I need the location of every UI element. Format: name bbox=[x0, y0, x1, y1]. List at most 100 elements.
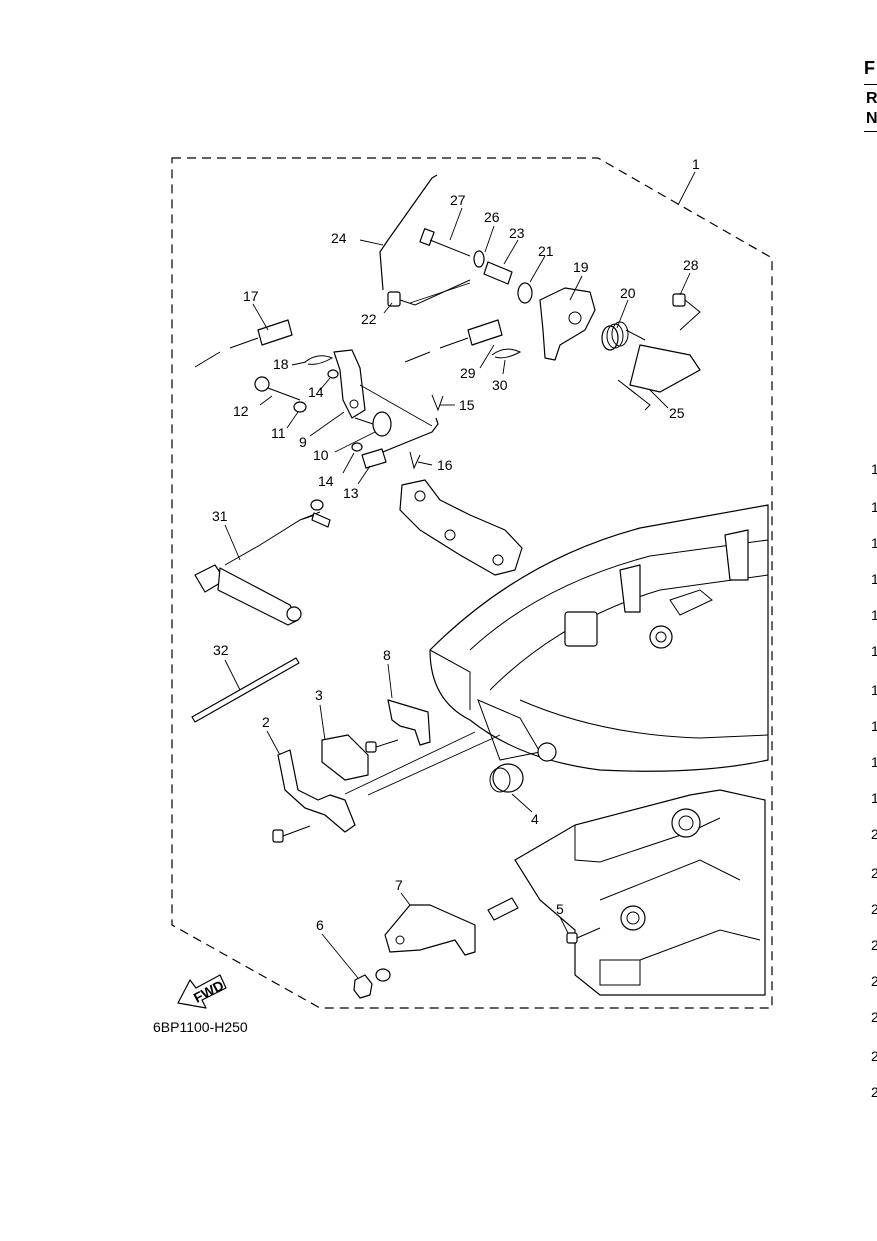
edge-num: 2 bbox=[871, 1009, 877, 1025]
part-25-bracket bbox=[629, 344, 701, 393]
shift-linkage-assembly bbox=[399, 479, 523, 576]
drawing-code: 6BP1100-H250 bbox=[153, 1019, 248, 1035]
part-14-washer-top bbox=[327, 369, 339, 379]
callout-14-bottom: 14 bbox=[318, 473, 334, 489]
part-2-bolt bbox=[272, 825, 311, 843]
part-3-bracket bbox=[321, 734, 369, 781]
part-10-knob bbox=[354, 411, 392, 437]
callout-32: 32 bbox=[213, 642, 229, 658]
edge-num: 2 bbox=[871, 865, 877, 881]
shift-rod bbox=[367, 417, 439, 459]
callout-13: 13 bbox=[343, 485, 359, 501]
edge-rule bbox=[864, 131, 877, 132]
part-3-bolt bbox=[365, 739, 399, 753]
part-23-collar bbox=[483, 261, 513, 285]
part-21-bushing bbox=[517, 282, 533, 304]
edge-num: 1 bbox=[871, 571, 877, 587]
callout-31: 31 bbox=[212, 508, 228, 524]
edge-num: 1 bbox=[871, 499, 877, 515]
stud-bolt bbox=[487, 897, 519, 921]
callout-21: 21 bbox=[538, 243, 554, 259]
callout-25: 25 bbox=[669, 405, 685, 421]
edge-num: 2 bbox=[871, 1048, 877, 1064]
callout-8: 8 bbox=[383, 647, 391, 663]
part-15-clip bbox=[431, 394, 444, 412]
part-17-cable-joint bbox=[194, 319, 293, 368]
edge-num: 1 bbox=[871, 754, 877, 770]
callout-4: 4 bbox=[531, 811, 539, 827]
part-12-bolt bbox=[254, 376, 301, 401]
part-6-washer bbox=[375, 968, 391, 982]
swivel-bracket-outline bbox=[514, 789, 766, 996]
part-30-clip bbox=[491, 348, 522, 359]
callout-5: 5 bbox=[556, 901, 564, 917]
edge-num: 1 bbox=[871, 535, 877, 551]
callout-23: 23 bbox=[509, 225, 525, 241]
edge-num: 2 bbox=[871, 901, 877, 917]
callout-17: 17 bbox=[243, 288, 259, 304]
edge-num: 2 bbox=[871, 826, 877, 842]
callout-7: 7 bbox=[395, 877, 403, 893]
callout-20: 20 bbox=[620, 285, 636, 301]
callout-27: 27 bbox=[450, 192, 466, 208]
part-13-joint bbox=[361, 448, 387, 469]
callout-6: 6 bbox=[316, 917, 324, 933]
callout-15: 15 bbox=[459, 397, 475, 413]
callout-16: 16 bbox=[437, 457, 453, 473]
part-4-plug bbox=[489, 763, 524, 793]
part-22-connector bbox=[387, 279, 471, 307]
edge-num: 2 bbox=[871, 1084, 877, 1100]
edge-num: 1 bbox=[871, 643, 877, 659]
part-19-throttle-cam bbox=[539, 287, 596, 361]
callout-24: 24 bbox=[331, 230, 347, 246]
leader-lines bbox=[224, 171, 696, 979]
part-24-link-rod bbox=[379, 174, 438, 291]
edge-num: 1 bbox=[871, 718, 877, 734]
part-28-bolt bbox=[672, 293, 701, 331]
edge-num: 1 bbox=[871, 607, 877, 623]
part-14-washer-bottom bbox=[351, 442, 363, 452]
edge-rule bbox=[864, 84, 877, 85]
callout-22: 22 bbox=[361, 311, 377, 327]
callout-1: 1 bbox=[692, 156, 700, 172]
part-31-neutral-switch bbox=[194, 499, 331, 626]
part-6-nut bbox=[353, 974, 373, 999]
callout-3: 3 bbox=[315, 687, 323, 703]
callout-30: 30 bbox=[492, 377, 508, 393]
edge-num: 1 bbox=[871, 461, 877, 477]
callout-26: 26 bbox=[484, 209, 500, 225]
part-16-clip bbox=[409, 451, 421, 470]
assembly-boundary bbox=[171, 157, 773, 1009]
part-20-spring bbox=[601, 321, 646, 351]
callout-19: 19 bbox=[573, 259, 589, 275]
edge-num: 1 bbox=[871, 790, 877, 806]
part-11-washer bbox=[293, 401, 307, 413]
callout-10: 10 bbox=[313, 447, 329, 463]
callout-14-top: 14 bbox=[308, 384, 324, 400]
edge-letter-f: F bbox=[864, 58, 875, 78]
edge-num: 1 bbox=[871, 682, 877, 698]
callout-2: 2 bbox=[262, 714, 270, 730]
part-29-cable-joint bbox=[404, 319, 503, 363]
part-27-bolt bbox=[419, 228, 471, 257]
part-8-plate bbox=[387, 699, 431, 746]
part-7-bracket bbox=[384, 904, 476, 956]
part-18-clip bbox=[304, 355, 334, 365]
callout-numbers: 1 2 3 4 5 6 7 8 9 10 11 12 13 14 14 15 1… bbox=[212, 156, 700, 933]
part-26-washer bbox=[473, 250, 485, 268]
callout-29: 29 bbox=[460, 365, 476, 381]
edge-letter-n: N bbox=[866, 110, 877, 127]
part-2-plate bbox=[277, 749, 356, 833]
part-32-rod bbox=[191, 657, 300, 723]
edge-letter-r: R bbox=[866, 90, 877, 107]
edge-num: 2 bbox=[871, 937, 877, 953]
callout-18: 18 bbox=[273, 356, 289, 372]
fwd-arrow-icon: FWD bbox=[177, 974, 227, 1009]
callout-28: 28 bbox=[683, 257, 699, 273]
part-5-screw bbox=[566, 927, 601, 944]
callout-12: 12 bbox=[233, 403, 249, 419]
edge-num: 2 bbox=[871, 973, 877, 989]
callout-9: 9 bbox=[299, 434, 307, 450]
part-9-shift-lever bbox=[333, 349, 366, 419]
